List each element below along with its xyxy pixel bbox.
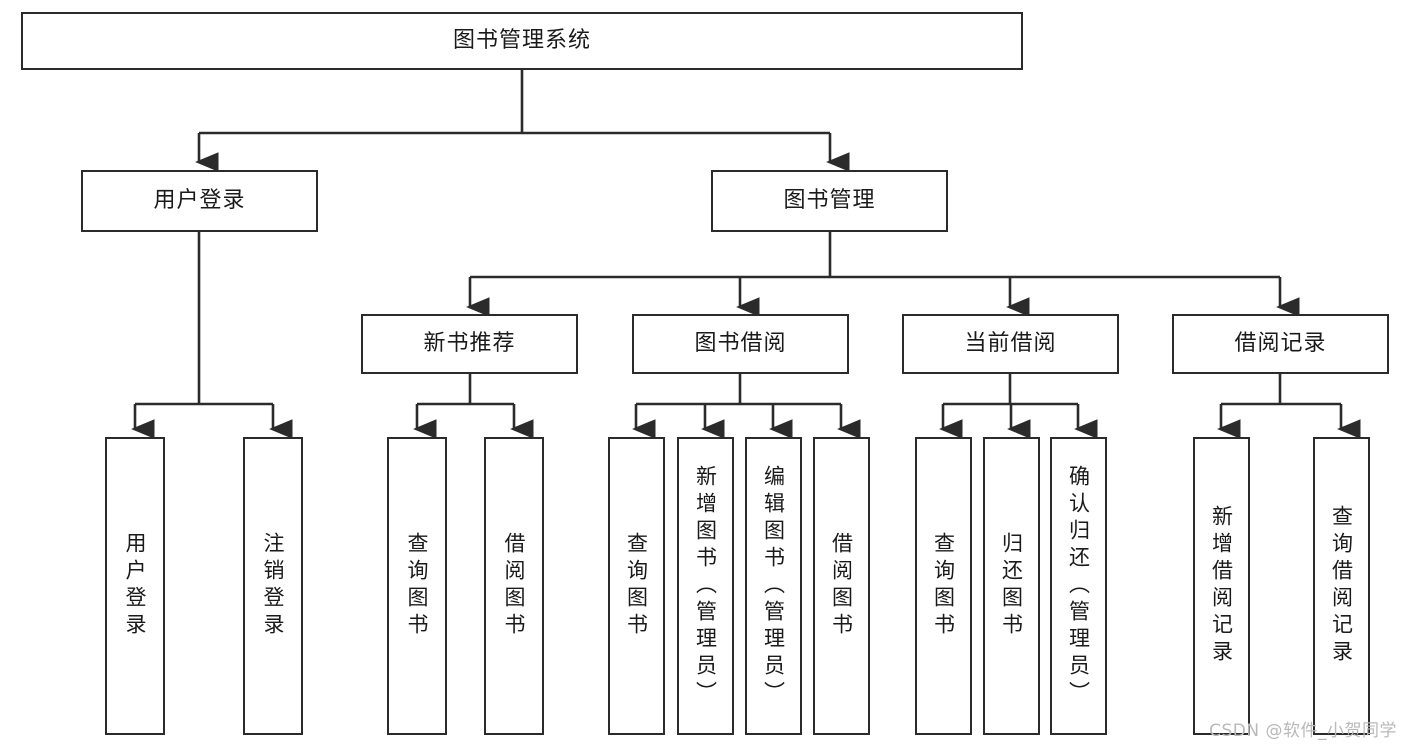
node-label: 编辑图书（管理员） xyxy=(761,464,786,708)
node-label: 注销登录 xyxy=(261,532,286,640)
node-label: 当前借阅 xyxy=(964,330,1057,356)
node-label: 查询图书 xyxy=(405,532,430,640)
leaf-record-add-record[interactable]: 新增借阅记录 xyxy=(1193,437,1250,735)
leaf-record-query-record[interactable]: 查询借阅记录 xyxy=(1313,437,1370,735)
leaf-user-login-login[interactable]: 用户登录 xyxy=(105,437,165,735)
node-new-book-recommend[interactable]: 新书推荐 xyxy=(361,314,578,374)
leaf-borrow-add-book-admin[interactable]: 新增图书（管理员） xyxy=(677,437,734,735)
node-label: 图书管理系统 xyxy=(452,27,591,53)
node-root-system[interactable]: 图书管理系统 xyxy=(21,12,1023,70)
node-label: 图书管理 xyxy=(783,187,876,213)
node-label: 借阅图书 xyxy=(829,532,854,640)
node-book-borrow[interactable]: 图书借阅 xyxy=(632,314,849,374)
node-label: 新增借阅记录 xyxy=(1209,505,1234,667)
leaf-borrow-borrow-book[interactable]: 借阅图书 xyxy=(813,437,870,735)
leaf-recommend-query-book[interactable]: 查询图书 xyxy=(387,437,447,735)
node-label: 用户登录 xyxy=(123,532,148,640)
node-book-management[interactable]: 图书管理 xyxy=(711,170,948,232)
leaf-borrow-query-book[interactable]: 查询图书 xyxy=(608,437,665,735)
node-label: 查询图书 xyxy=(624,532,649,640)
leaf-current-return-book[interactable]: 归还图书 xyxy=(983,437,1040,735)
node-label: 查询图书 xyxy=(931,532,956,640)
node-label: 归还图书 xyxy=(999,532,1024,640)
node-label: 借阅图书 xyxy=(502,532,527,640)
node-borrow-record[interactable]: 借阅记录 xyxy=(1172,314,1389,374)
node-label: 新增图书（管理员） xyxy=(693,464,718,708)
leaf-borrow-edit-book-admin[interactable]: 编辑图书（管理员） xyxy=(745,437,802,735)
watermark-text: CSDN @软件_小贺同学 xyxy=(1209,721,1397,741)
leaf-current-confirm-return-admin[interactable]: 确认归还（管理员） xyxy=(1050,437,1107,735)
node-label: 确认归还（管理员） xyxy=(1066,464,1091,708)
node-current-borrow[interactable]: 当前借阅 xyxy=(902,314,1119,374)
node-label: 用户登录 xyxy=(153,187,246,213)
node-label: 图书借阅 xyxy=(694,330,787,356)
node-label: 新书推荐 xyxy=(423,330,516,356)
node-label: 查询借阅记录 xyxy=(1329,505,1354,667)
leaf-recommend-borrow-book[interactable]: 借阅图书 xyxy=(484,437,544,735)
leaf-user-login-logout[interactable]: 注销登录 xyxy=(243,437,303,735)
node-label: 借阅记录 xyxy=(1234,330,1327,356)
leaf-current-query-book[interactable]: 查询图书 xyxy=(915,437,972,735)
node-user-login[interactable]: 用户登录 xyxy=(81,170,318,232)
